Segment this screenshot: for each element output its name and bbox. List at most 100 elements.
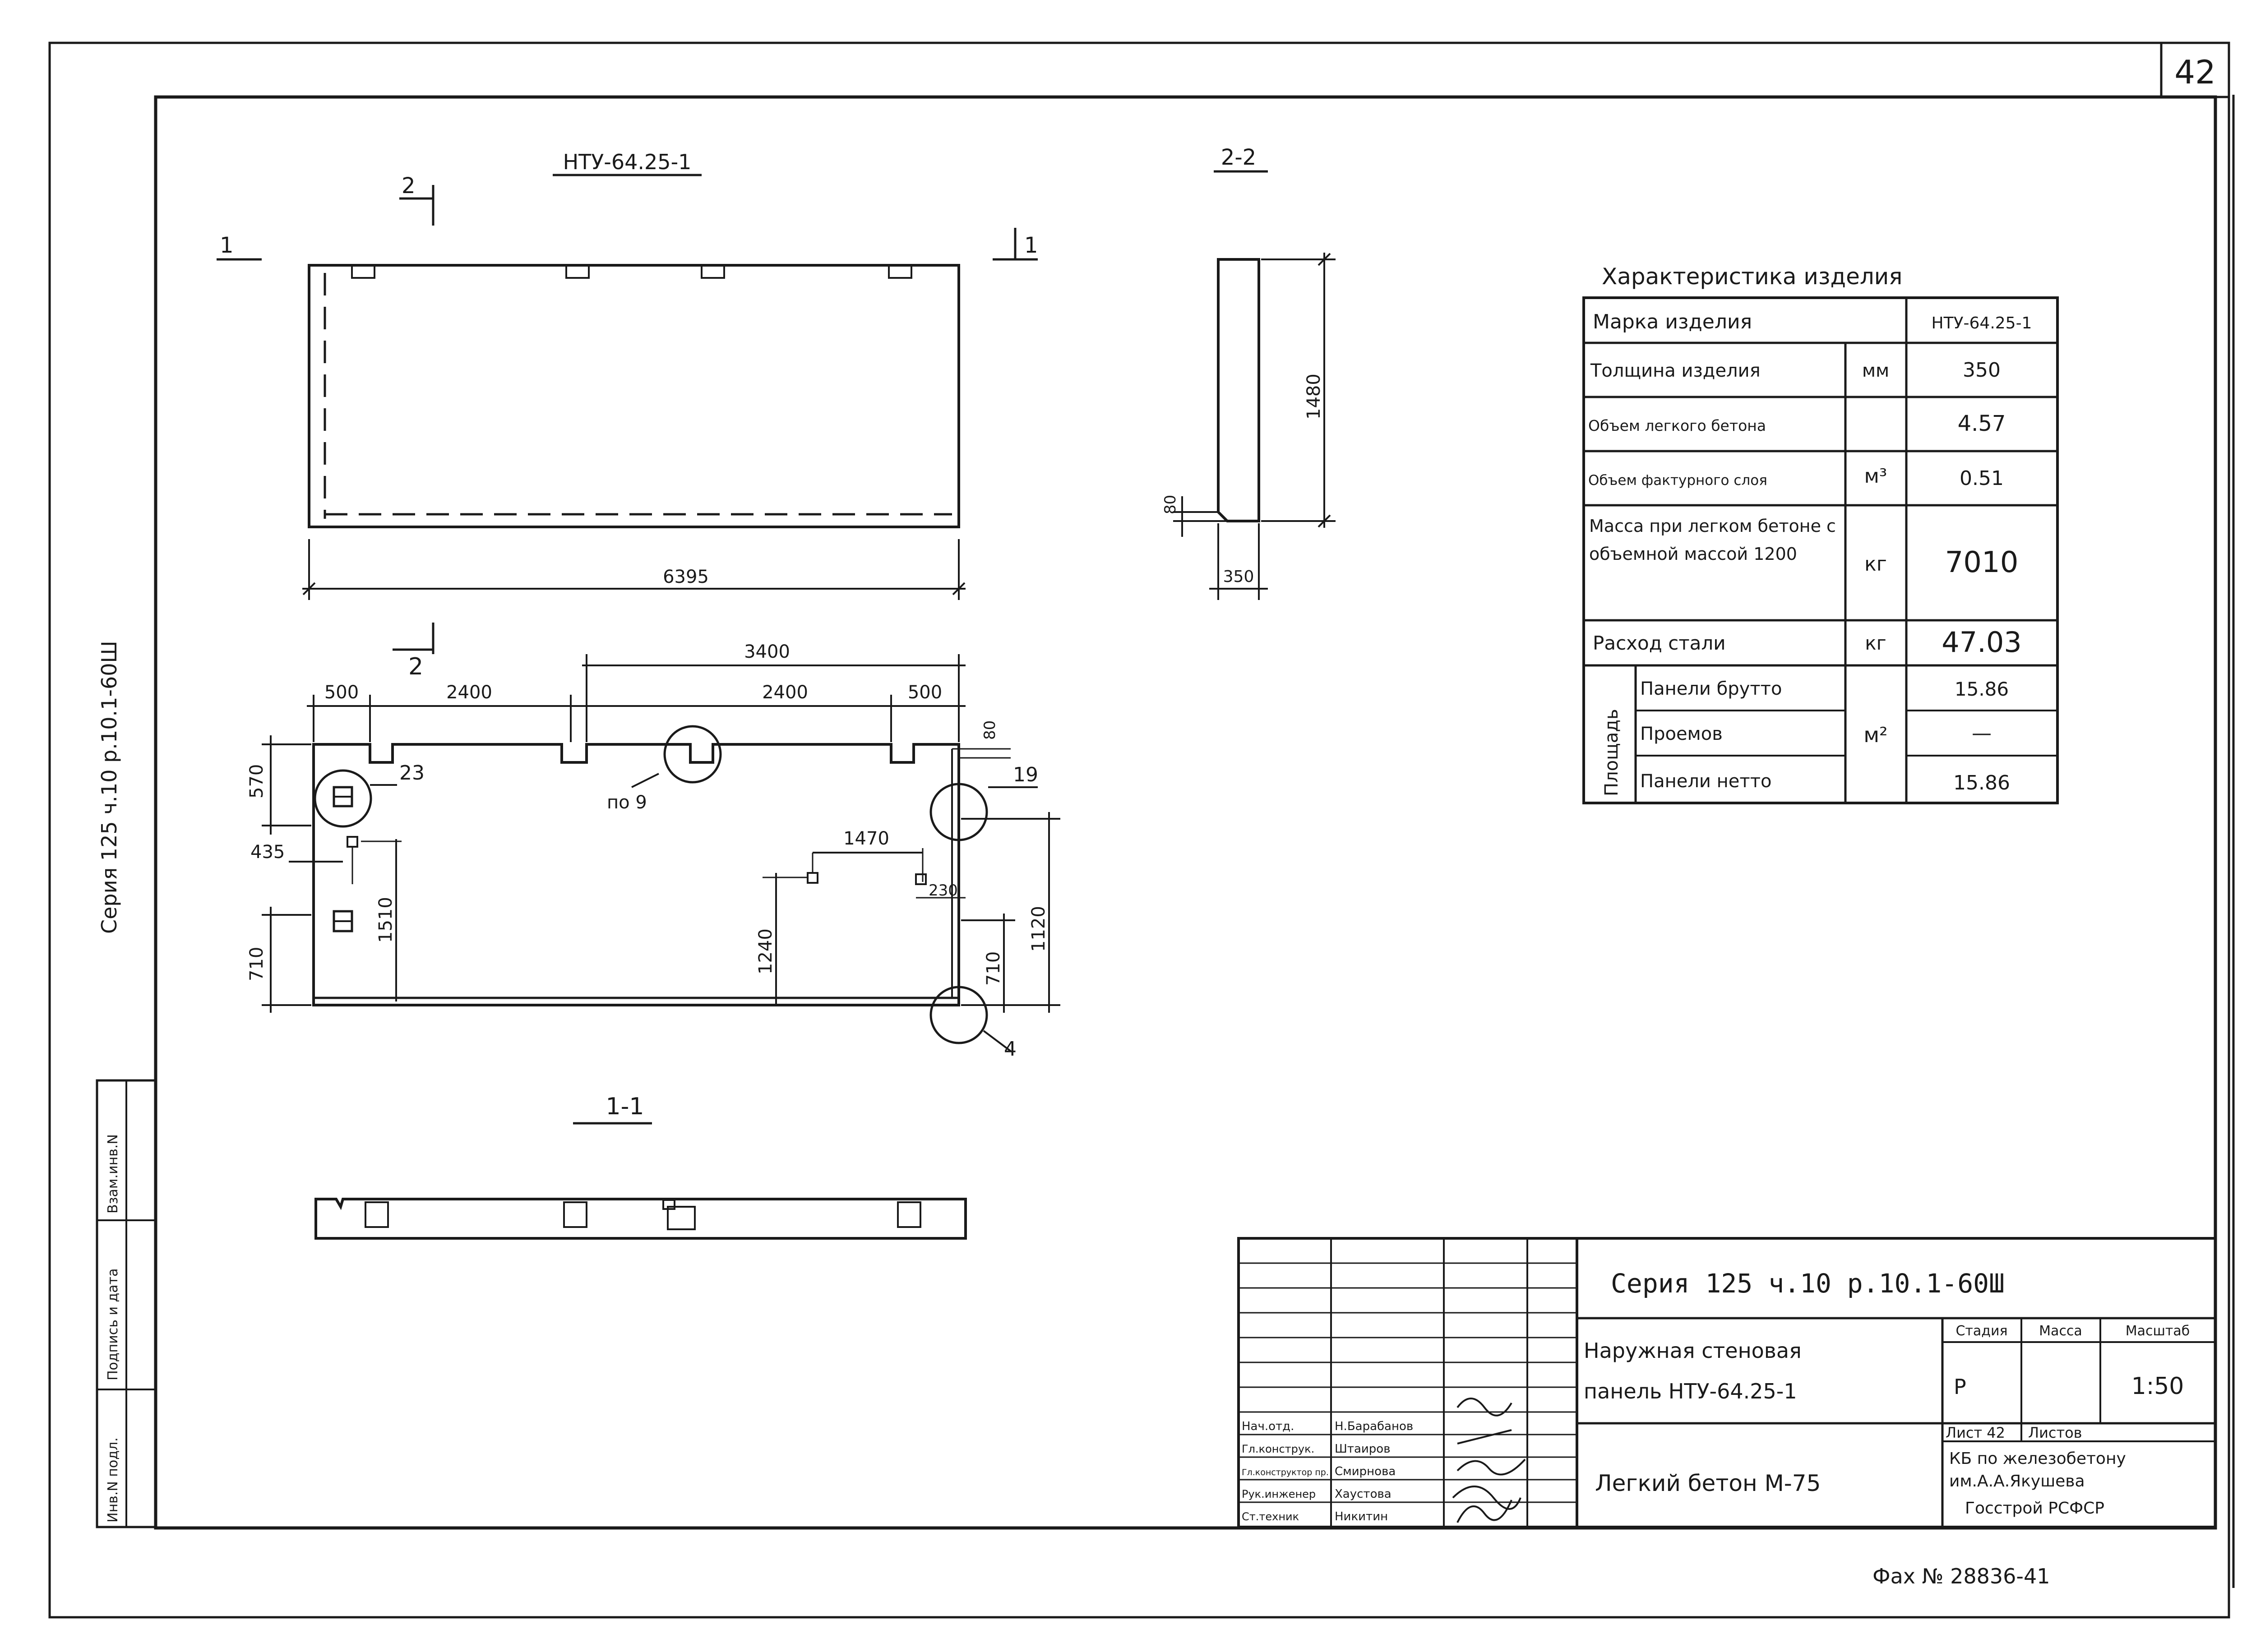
sheet-number-box: [2160, 42, 2230, 98]
row-thickness-label: Толщина изделия: [1590, 360, 1761, 381]
dim-710-right: 710: [983, 951, 1004, 986]
characteristics-title: Характеристика изделия: [1602, 263, 1902, 290]
sig-role-3: Рук.инженер: [1242, 1488, 1316, 1500]
row-steel-unit: кг: [1865, 632, 1886, 654]
row-steel-value: 47.03: [1942, 626, 2022, 659]
area-net-label: Панели нетто: [1640, 771, 1771, 792]
area-net-value: 15.86: [1953, 771, 2010, 794]
org-line-1: КБ по железобетону: [1949, 1449, 2126, 1468]
org-line-3: Госстрой РСФСР: [1965, 1499, 2104, 1518]
cut-mark-2-top: 2: [402, 173, 416, 198]
area-unit: м²: [1863, 723, 1887, 747]
section-1-1: 1-1: [314, 1093, 967, 1240]
callout-23: 23: [399, 761, 425, 784]
area-gross-value: 15.86: [1955, 678, 2009, 700]
section22-profile: [1217, 258, 1260, 522]
sig-name-3: Хаустова: [1335, 1487, 1392, 1501]
top-view: НТУ-64.25-1 2 1 1 6395: [217, 150, 1038, 600]
stamp-replace-label: Взам.инв.N: [105, 1134, 121, 1214]
callout-circle-po9: [663, 725, 722, 784]
cut-mark-2-bottom: 2: [408, 653, 423, 680]
dim-1470: 1470: [843, 828, 889, 849]
sig-name-1: Штаиров: [1335, 1442, 1391, 1456]
callout-19: 19: [1013, 763, 1038, 786]
callout-circle-23: [314, 769, 372, 828]
stamp-inv-label: Инв.N подл.: [105, 1437, 121, 1523]
front-view: 2 500 2400 3400 2400 500 80 570 23 по 9: [246, 623, 1060, 1061]
cut-mark-1-right: 1: [1024, 233, 1038, 258]
lift-loop-mark: [347, 836, 358, 848]
lift-loop-center: [807, 872, 818, 884]
row-light-concrete-label: Объем легкого бетона: [1588, 417, 1766, 434]
area-group-label: Площадь: [1601, 709, 1622, 796]
dim-230: 230: [929, 881, 958, 900]
area-openings-value: —: [1972, 722, 1992, 745]
callout-po9: по 9: [607, 792, 647, 813]
sheet-number: 42: [2174, 53, 2216, 91]
sheets-label: Листов: [2028, 1424, 2082, 1441]
sheet-label: Лист 42: [1946, 1424, 2005, 1441]
row-mass-value: 7010: [1945, 546, 2019, 579]
characteristics-table: Характеристика изделия Марка изделия НТУ…: [1582, 263, 2059, 804]
dim-710-left: 710: [246, 947, 267, 981]
area-gross-label: Панели брутто: [1640, 678, 1782, 699]
sig-role-1: Гл.конструк.: [1242, 1443, 1314, 1455]
dim-1120: 1120: [1028, 906, 1049, 952]
stamp-sign-label: Подпись и дата: [105, 1269, 121, 1381]
title-block: Нач.отд. Н.Барабанов Гл.конструк. Штаиро…: [1237, 1237, 2217, 1528]
section11-title: 1-1: [606, 1093, 644, 1120]
dim-350: 350: [1223, 568, 1254, 586]
mass-header: Масса: [2039, 1323, 2082, 1339]
scale-value: 1:50: [2131, 1373, 2184, 1400]
left-margin-series: Серия 125 ч.10 р.10.1-60Ш: [97, 641, 121, 934]
dim-2400-right: 2400: [762, 682, 808, 703]
row-mass-label: Масса при легком бетоне с объемной массо…: [1589, 516, 1836, 564]
dim-435: 435: [250, 842, 285, 863]
dim-80-lip: 80: [1161, 495, 1179, 514]
row-thickness-unit: мм: [1862, 360, 1889, 381]
callout-circle-4: [929, 986, 988, 1044]
brand-value: НТУ-64.25-1: [1932, 314, 2032, 332]
dim-500-right: 500: [908, 682, 942, 703]
row-facing-layer-label: Объем фактурного слоя: [1588, 472, 1767, 489]
dim-80-front: 80: [981, 720, 999, 740]
dim-6395: 6395: [663, 567, 709, 587]
section11-profile: [314, 1198, 967, 1240]
callout-circle-19: [929, 783, 988, 841]
row-facing-layer-value: 0.51: [1960, 467, 2004, 490]
product-name-line2: панель НТУ-64.25-1: [1584, 1379, 1797, 1403]
dim-3400: 3400: [744, 641, 790, 662]
row-mass-unit: кг: [1864, 553, 1887, 576]
plan-title: НТУ-64.25-1: [563, 150, 692, 174]
section22-title: 2-2: [1221, 145, 1256, 170]
dim-1240: 1240: [755, 928, 776, 974]
sig-name-4: Никитин: [1335, 1510, 1388, 1523]
dim-1510: 1510: [375, 897, 396, 943]
dim-1480: 1480: [1304, 374, 1324, 420]
sig-role-4: Ст.техник: [1242, 1510, 1299, 1523]
sig-role-0: Нач.отд.: [1242, 1420, 1294, 1433]
section-2-2: 2-2 1480 80 350: [1161, 145, 1336, 600]
cut-mark-1-left: 1: [220, 233, 234, 258]
panel-top-outline: [308, 264, 960, 528]
row-thickness-value: 350: [1963, 359, 2001, 382]
inner-frame: [154, 95, 2217, 1530]
org-line-2: им.А.А.Якушева: [1949, 1472, 2085, 1490]
left-stamp: Инв.N подл. Подпись и дата Взам.инв.N: [96, 1079, 157, 1528]
scale-header: Масштаб: [2126, 1323, 2190, 1339]
row-volume-unit: м³: [1864, 465, 1887, 488]
sig-role-2: Гл.конструктор пр.: [1242, 1467, 1329, 1477]
row-steel-label: Расход стали: [1593, 632, 1726, 654]
product-name-line1: Наружная стеновая: [1584, 1338, 1802, 1363]
footer-stamp: Фах № 28836-41: [1872, 1564, 2050, 1588]
sig-name-0: Н.Барабанов: [1335, 1420, 1413, 1433]
dim-570: 570: [246, 764, 267, 798]
signature-scribble: [1452, 1398, 1526, 1523]
stage-header: Стадия: [1956, 1323, 2007, 1339]
sig-name-2: Смирнова: [1335, 1465, 1396, 1478]
callout-4: 4: [1004, 1038, 1017, 1061]
material-label: Легкий бетон М-75: [1595, 1470, 1821, 1496]
row-light-concrete-value: 4.57: [1958, 411, 2006, 436]
lift-loop-right: [915, 873, 927, 885]
